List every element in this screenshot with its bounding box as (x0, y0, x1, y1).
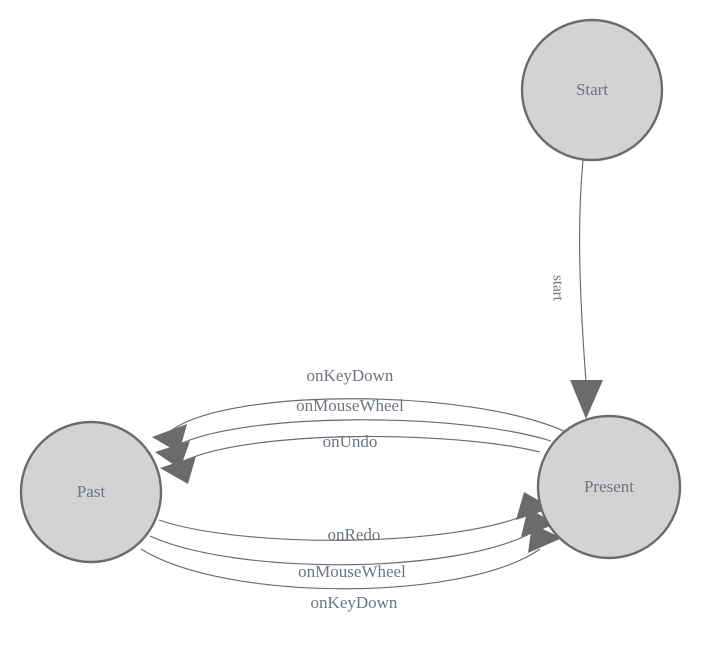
node-present-label: Present (584, 477, 634, 496)
edge-present-to-past-onundo[interactable]: onUndo (160, 432, 541, 484)
edge-start-to-present-line (578, 159, 587, 383)
edge-past-to-present-onkeydown-line (140, 548, 541, 590)
node-start[interactable]: Start (520, 18, 664, 162)
edge-label-past-to-present-onmousewheel: onMouseWheel (298, 562, 406, 581)
edge-label-past-to-present-onredo: onRedo (328, 525, 381, 544)
edge-past-to-present-onkeydown-arrowhead (528, 524, 562, 553)
edge-start-to-present-arrowhead (570, 380, 603, 419)
edge-past-to-present-onredo[interactable]: onRedo (158, 492, 552, 544)
edge-present-to-past-onkeydown-line (171, 398, 567, 433)
edge-label-past-to-present-onkeydown: onKeyDown (311, 593, 398, 612)
node-present-circle (536, 414, 682, 560)
edge-present-to-past-onundo-arrowhead (160, 456, 196, 484)
edge-present-to-past-onmousewheel-line (175, 419, 552, 447)
edge-past-to-present-onmousewheel[interactable]: onMouseWheel (149, 508, 556, 581)
edge-label-present-to-past-onkeydown: onKeyDown (307, 366, 394, 385)
node-present[interactable]: Present (536, 414, 682, 560)
edge-present-to-past-onundo-line (183, 435, 541, 462)
node-start-label: Start (576, 80, 608, 99)
node-start-circle (520, 18, 664, 162)
edge-past-to-present-onkeydown[interactable]: onKeyDown (140, 524, 562, 612)
node-past-circle (19, 420, 163, 564)
edge-label-present-to-past-onmousewheel: onMouseWheel (296, 396, 404, 415)
edge-label-start: start (550, 275, 566, 302)
edge-start-to-present[interactable]: start (550, 159, 603, 419)
node-past-label: Past (77, 482, 106, 501)
edge-past-to-present-onredo-line (158, 513, 529, 541)
edge-past-to-present-onmousewheel-line (149, 531, 534, 566)
edge-label-present-to-past-onundo: onUndo (323, 432, 378, 451)
edge-past-to-present-onmousewheel-arrowhead (521, 508, 556, 537)
edge-past-to-present-onredo-arrowhead (516, 492, 552, 520)
node-past[interactable]: Past (19, 420, 163, 564)
